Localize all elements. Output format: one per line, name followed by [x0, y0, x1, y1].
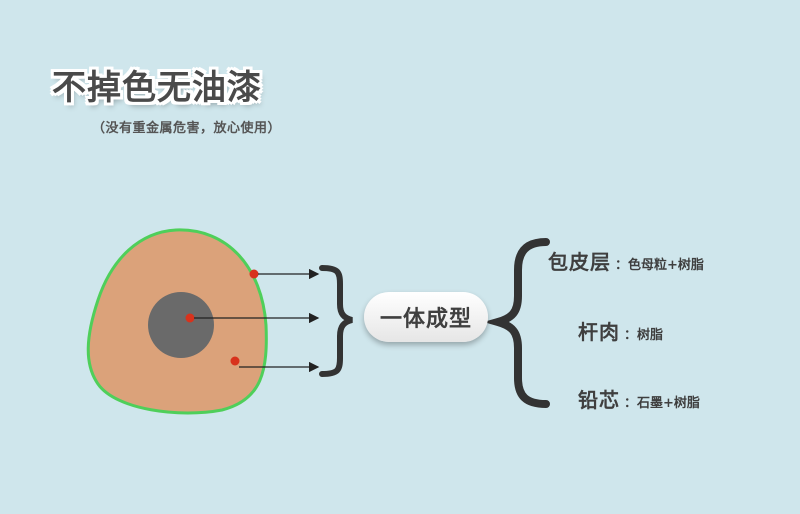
- one-piece-molding-label: 一体成型: [364, 292, 488, 342]
- component-material: ：石墨+树脂: [624, 396, 700, 411]
- page-title: 不掉色无油漆: [52, 68, 262, 108]
- component-material: ：树脂: [624, 328, 664, 343]
- outer-layer-dot: [249, 269, 259, 279]
- lead-core: [148, 292, 214, 358]
- page-subtitle: （没有重金属危害，放心使用）: [92, 121, 282, 136]
- left-brace: [319, 265, 353, 377]
- component-name: 杆肉: [578, 320, 620, 344]
- right-brace: [483, 238, 550, 408]
- body-dot: [230, 356, 240, 366]
- component-outer-layer: 包皮层 ：色母粒+树脂: [548, 246, 704, 275]
- component-name: 铅芯: [578, 388, 620, 412]
- core-dot: [185, 313, 195, 323]
- component-material: ：色母粒+树脂: [615, 258, 704, 273]
- component-shaft: 杆肉 ：树脂: [578, 316, 663, 345]
- component-lead: 铅芯 ：石墨+树脂: [578, 384, 700, 413]
- component-name: 包皮层: [548, 250, 611, 274]
